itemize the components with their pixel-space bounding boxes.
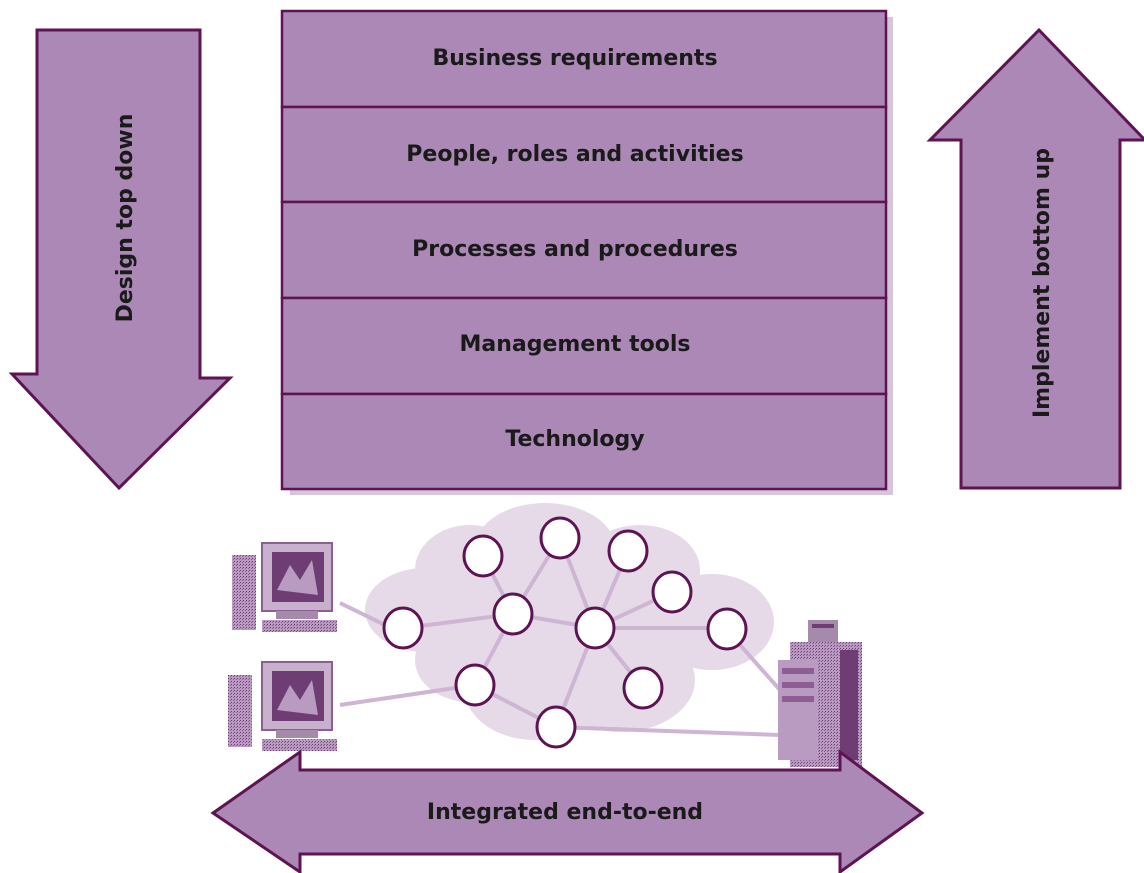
implement-bottom-up-arrow: Implement bottom up [926,27,1144,490]
layer-label: Business requirements [432,46,717,71]
integrated-end-to-end-label: Integrated end-to-end [427,800,703,825]
design-top-down-label: Design top down [113,114,138,323]
layer-label: People, roles and activities [406,142,743,167]
network-node [574,606,616,650]
network-node [706,607,748,651]
layer-box: Management tools [280,296,888,396]
implement-bottom-up-label: Implement bottom up [1030,148,1055,418]
desktop-computer-icon [228,661,337,751]
desktop-computer-icon [232,542,337,632]
network-node [454,663,496,707]
layer-label: Technology [505,427,644,452]
layer-box: Business requirements [280,9,888,109]
network-node [535,705,577,749]
layer-label: Management tools [460,332,691,357]
network-node [462,534,504,578]
network-node [607,529,649,573]
network-node [651,570,693,614]
layer-label: Processes and procedures [412,237,738,262]
network-node [539,516,581,560]
layer-box: Processes and procedures [280,200,888,300]
integrated-end-to-end-arrow: Integrated end-to-end [210,749,925,873]
network-nodes [382,516,748,749]
network-node [492,592,534,636]
layer-box: Technology [280,392,888,491]
server-icon [778,620,862,767]
layer-box: People, roles and activities [280,105,888,204]
layer-stack: Business requirements People, roles and … [280,9,893,495]
network-node [382,606,424,650]
network-node [622,666,664,710]
design-top-down-arrow: Design top down [8,28,234,491]
